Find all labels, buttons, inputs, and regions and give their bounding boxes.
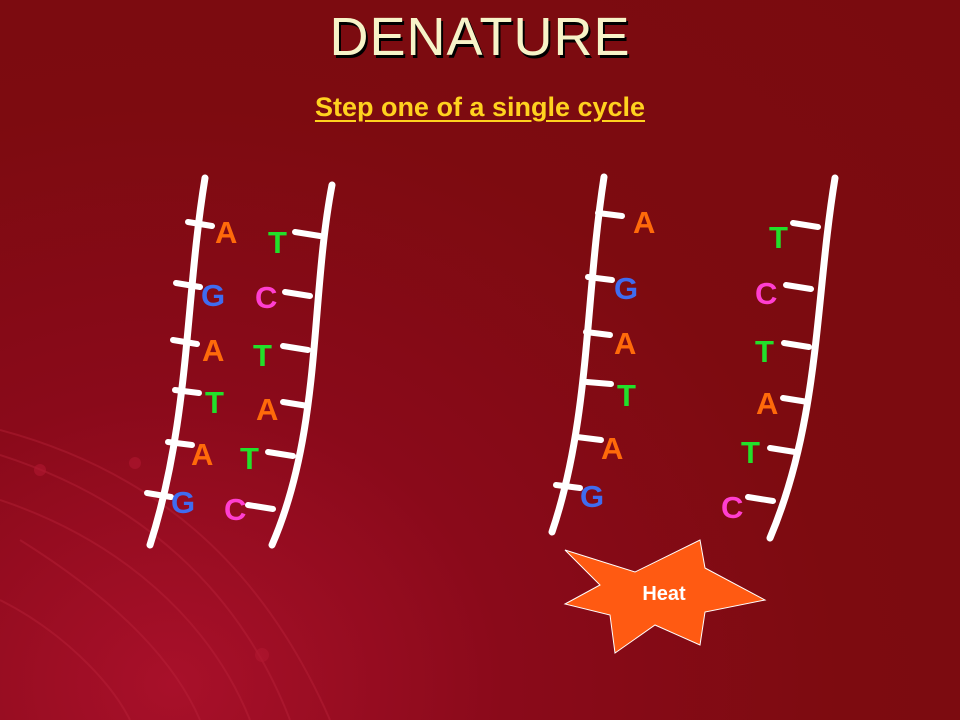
right-strand-rung <box>790 220 821 230</box>
helix-right-backbone <box>268 181 336 549</box>
helix-left-base: T <box>205 385 224 420</box>
right-strand-base: A <box>756 386 778 421</box>
left-strand-rung <box>583 329 613 338</box>
helix-left-rung <box>165 439 195 448</box>
helix-left-rung <box>144 490 174 500</box>
helix-left-rung <box>173 280 203 290</box>
helix-right-rung <box>292 229 323 239</box>
helix-left-base: G <box>201 278 225 313</box>
left-strand-base: G <box>580 479 604 514</box>
helix-right-base: A <box>256 392 278 427</box>
left-strand-base: A <box>633 205 655 240</box>
slide-title: DENATURE <box>329 7 631 67</box>
left-strand-rung <box>553 482 583 491</box>
helix-left-base: A <box>191 437 213 472</box>
helix-left-rung <box>185 219 215 229</box>
left-strand-base: A <box>614 326 636 361</box>
helix-right-rung <box>265 449 296 459</box>
helix-left-base: G <box>171 485 195 520</box>
slide-subtitle: Step one of a single cycle <box>314 92 646 122</box>
left-strand-base: T <box>617 378 636 413</box>
right-single-strand-backbone <box>766 174 839 542</box>
left-strand-rung <box>584 379 614 387</box>
helix-right-rung <box>280 399 311 409</box>
heat-burst: Heat <box>563 539 767 654</box>
left-strand-rung <box>595 210 625 219</box>
right-strand-base: C <box>755 276 777 311</box>
left-strand-rung <box>574 434 604 443</box>
helix-left-rung <box>172 387 202 396</box>
right-strand-rung <box>767 445 798 455</box>
right-strand-base: T <box>755 334 774 369</box>
helix-right-rung <box>282 289 313 299</box>
separated-strands: A G A T A G T C T A T C <box>548 173 839 542</box>
helix-right-base: T <box>268 225 287 260</box>
helix-right-base: T <box>253 338 272 373</box>
helix-right-base: C <box>224 492 246 527</box>
heat-label: Heat <box>642 583 686 605</box>
helix-left-base: A <box>215 215 237 250</box>
helix-right-base: C <box>255 280 277 315</box>
right-strand-base: T <box>741 435 760 470</box>
right-strand-base: C <box>721 490 743 525</box>
helix-left-base: A <box>202 333 224 368</box>
left-strand-base: A <box>601 431 623 466</box>
helix-right-rung <box>280 343 311 353</box>
right-strand-rung <box>781 340 812 350</box>
right-strand-rung <box>745 494 776 504</box>
helix-right-base: T <box>240 441 259 476</box>
right-strand-base: T <box>769 220 788 255</box>
right-strand-rung <box>783 282 814 292</box>
heat-starburst-icon <box>563 539 767 654</box>
left-strand-base: G <box>614 271 638 306</box>
right-strand-rung <box>780 395 811 405</box>
helix-left-rung <box>170 337 200 347</box>
left-strand-rung <box>585 274 615 283</box>
double-helix: A G A T A G T C T A T C <box>144 174 336 549</box>
helix-right-rung <box>245 502 276 512</box>
